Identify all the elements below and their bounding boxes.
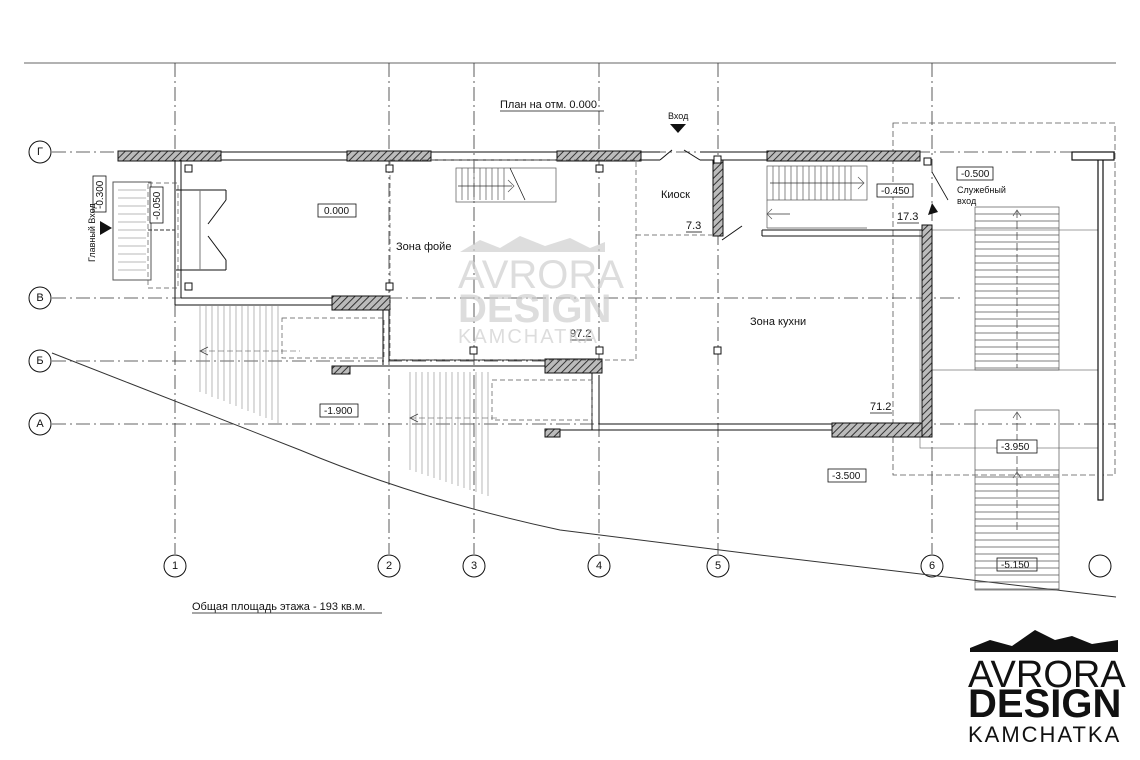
svg-text:А: А xyxy=(36,418,44,430)
area-kiosk: 7.3 xyxy=(686,220,701,232)
main-entry-arrow xyxy=(100,221,112,235)
axis-bubble-G: Г xyxy=(28,140,52,164)
wall-segment xyxy=(831,422,933,438)
level-mark-stair-landing: -3.950 xyxy=(996,439,1038,454)
terrain-line xyxy=(51,352,1117,598)
svg-text:Б: Б xyxy=(36,355,43,367)
axis-bubble-A: А xyxy=(28,412,52,436)
area-foyer: 97.2 xyxy=(570,328,591,340)
svg-text:KAMCHATKA: KAMCHATKA xyxy=(968,722,1121,747)
dashed-outlines xyxy=(147,159,712,421)
svg-text:DESIGN: DESIGN xyxy=(458,287,611,331)
axis-bubble-1: 1 xyxy=(163,554,187,578)
level-mark-service-landing: -0.450 xyxy=(876,183,914,198)
axis-bubble-4: 4 xyxy=(587,554,611,578)
wall-segment xyxy=(544,428,561,438)
svg-text:-5.150: -5.150 xyxy=(1001,560,1030,571)
facade-wall-G xyxy=(117,149,921,162)
wall-segment xyxy=(921,224,933,438)
kiosk-wall xyxy=(712,159,724,237)
room-label-kiosk: Киоск xyxy=(661,189,690,201)
svg-text:6: 6 xyxy=(929,560,935,572)
svg-text:-3.950: -3.950 xyxy=(1001,442,1030,453)
svg-text:2: 2 xyxy=(386,560,392,572)
company-logo: AVRORA DESIGN KAMCHATKA xyxy=(968,630,1126,747)
area-service: 17.3 xyxy=(897,211,918,223)
wall-segment xyxy=(331,295,391,311)
room-label-kitchen: Зона кухни xyxy=(750,316,806,328)
level-mark-main: 0.000 xyxy=(317,203,357,218)
svg-text:4: 4 xyxy=(596,560,602,572)
svg-text:DESIGN: DESIGN xyxy=(968,682,1121,726)
entry-steps xyxy=(118,189,146,271)
svg-text:-0.300: -0.300 xyxy=(95,180,106,209)
level-mark-lower-terrace: -1.900 xyxy=(319,403,359,418)
kitchen-stair xyxy=(766,165,868,229)
lower-stair-left xyxy=(199,305,300,423)
svg-text:KAMCHATKA: KAMCHATKA xyxy=(458,326,599,348)
level-mark-bottom: -5.150 xyxy=(996,557,1038,572)
svg-text:-3.500: -3.500 xyxy=(832,471,861,482)
room-label-foyer: Зона фойе xyxy=(396,241,451,253)
right-lower-stair xyxy=(974,409,1060,591)
svg-text:5: 5 xyxy=(715,560,721,572)
entry-label: Вход xyxy=(668,111,689,121)
wall-segment xyxy=(331,365,351,375)
stair-arrow-left xyxy=(199,346,209,356)
level-mark-entry-porch: -0.300 xyxy=(92,175,107,213)
service-entry-arrow xyxy=(928,203,938,215)
service-entrance-label-2: вход xyxy=(957,196,977,206)
level-mark-service-top: -0.500 xyxy=(956,166,994,181)
axis-bubble-3: 3 xyxy=(462,554,486,578)
service-entrance-label-1: Служебный xyxy=(957,185,1006,195)
svg-text:1: 1 xyxy=(172,560,178,572)
watermark: AVRORA DESIGN KAMCHATKA xyxy=(458,236,624,348)
level-mark-vestibule: -0.050 xyxy=(149,186,164,224)
svg-text:3: 3 xyxy=(471,560,477,572)
svg-text:AVRORA: AVRORA xyxy=(458,253,624,297)
total-area-label: Общая площадь этажа - 193 кв.м. xyxy=(192,601,365,613)
stair-arrow-middle xyxy=(409,413,419,423)
area-kitchen: 71.2 xyxy=(870,401,891,413)
axis-bubble-unnamed xyxy=(1088,554,1112,578)
axis-bubble-6: 6 xyxy=(920,554,944,578)
columns xyxy=(184,155,932,355)
service-door-line xyxy=(931,171,949,201)
svg-text:-0.450: -0.450 xyxy=(881,186,910,197)
main-entrance-label: Главный Вход xyxy=(87,203,97,262)
vestibule xyxy=(112,181,227,281)
entry-arrow xyxy=(670,124,686,133)
axis-bubble-B: Б xyxy=(28,349,52,373)
svg-text:-0.500: -0.500 xyxy=(961,169,990,180)
right-lower-stair-treads xyxy=(975,469,1059,590)
svg-text:0.000: 0.000 xyxy=(324,206,349,217)
wall-segment xyxy=(544,358,603,374)
level-mark-ground-right: -3.500 xyxy=(827,468,867,483)
lower-stair-middle xyxy=(409,372,500,496)
right-upper-stair xyxy=(974,206,1060,371)
foyer-stair xyxy=(455,167,557,203)
right-wall-top xyxy=(1071,151,1115,161)
svg-text:AVRORA: AVRORA xyxy=(968,654,1126,696)
svg-text:Г: Г xyxy=(37,146,43,158)
right-wall xyxy=(1097,152,1104,501)
axis-bubble-2: 2 xyxy=(377,554,401,578)
adjacent-building-outline xyxy=(892,122,1116,476)
svg-text:-1.900: -1.900 xyxy=(324,406,353,417)
svg-text:-0.050: -0.050 xyxy=(152,191,163,220)
axis-bubble-5: 5 xyxy=(706,554,730,578)
axis-bubble-V: В xyxy=(28,286,52,310)
svg-text:В: В xyxy=(36,292,43,304)
kitchen-wall xyxy=(721,225,922,241)
plan-title: План на отм. 0.000 xyxy=(500,99,597,111)
